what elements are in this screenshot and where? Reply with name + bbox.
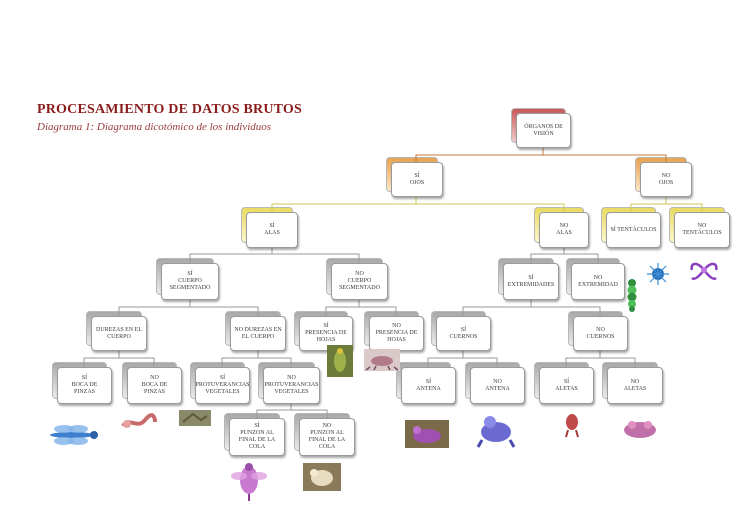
creature-thumbnail-caterpillar [627,279,637,312]
creature-thumbnail-plant-creature [179,410,211,426]
node-no-tentaculos: NO TENTÁCULOS [669,207,730,248]
creature-thumbnail-finned-creature [565,414,579,438]
node-no-durezas-cuerpo: NO DUREZAS EN EL CUERPO [225,311,286,351]
diagram-title: PROCESAMIENTO DE DATOS BRUTOS [37,102,302,117]
creature-thumbnail-tentacle-creature [690,262,718,280]
creature-thumbnail-crawler [364,349,400,371]
creature-thumbnail-urchin [647,263,669,285]
creature-thumbnail-leaf-bug [327,345,353,377]
node-organos-vision: ÓRGANOS DE VISIÓN [511,108,571,148]
creature-thumbnail-dragonfly [50,425,98,445]
node-durezas-cuerpo: DUREZAS EN EL CUERPO [86,311,147,351]
creature-thumbnail-pink-blob [624,421,656,438]
creature-thumbnail-pale-creature [303,463,341,491]
creature-thumbnail-stinger-creature [231,463,267,501]
creature-thumbnail-horned-beast [405,420,449,448]
node-si-tentaculos: SÍ TENTÁCULOS [601,207,661,248]
node-si-aletas: SíALETAS [534,362,594,404]
creature-thumbnail-blue-beast [476,416,516,448]
creature-thumbnail-worm [121,413,157,428]
diagram-subtitle: Diagrama 1: Diagrama dicotómico de los i… [37,121,272,133]
